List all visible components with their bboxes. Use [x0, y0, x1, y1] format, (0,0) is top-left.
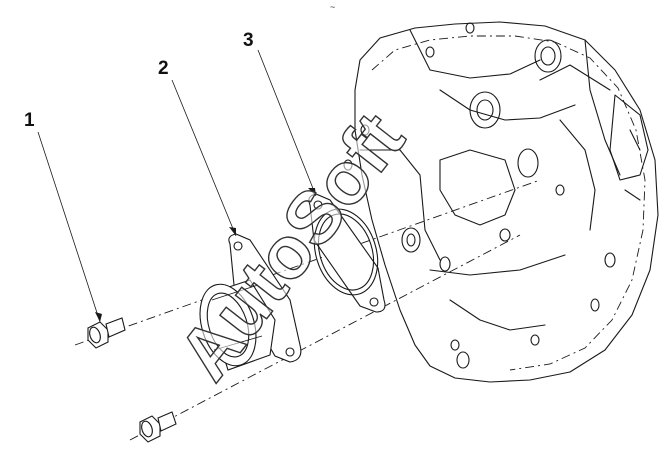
assembly-centerlines [74, 179, 541, 441]
callout-leaders [37, 49, 317, 323]
housing-casting [343, 21, 659, 383]
callout-3: 3 [243, 30, 254, 51]
part-1-bolt-upper [87, 317, 126, 349]
part-2-flange [199, 233, 302, 371]
top-mark: ~ [330, 2, 335, 12]
callout-2: 2 [158, 58, 169, 79]
part-3-gasket [308, 193, 386, 313]
callout-1: 1 [24, 110, 35, 131]
part-1-bolt-lower [139, 411, 177, 443]
